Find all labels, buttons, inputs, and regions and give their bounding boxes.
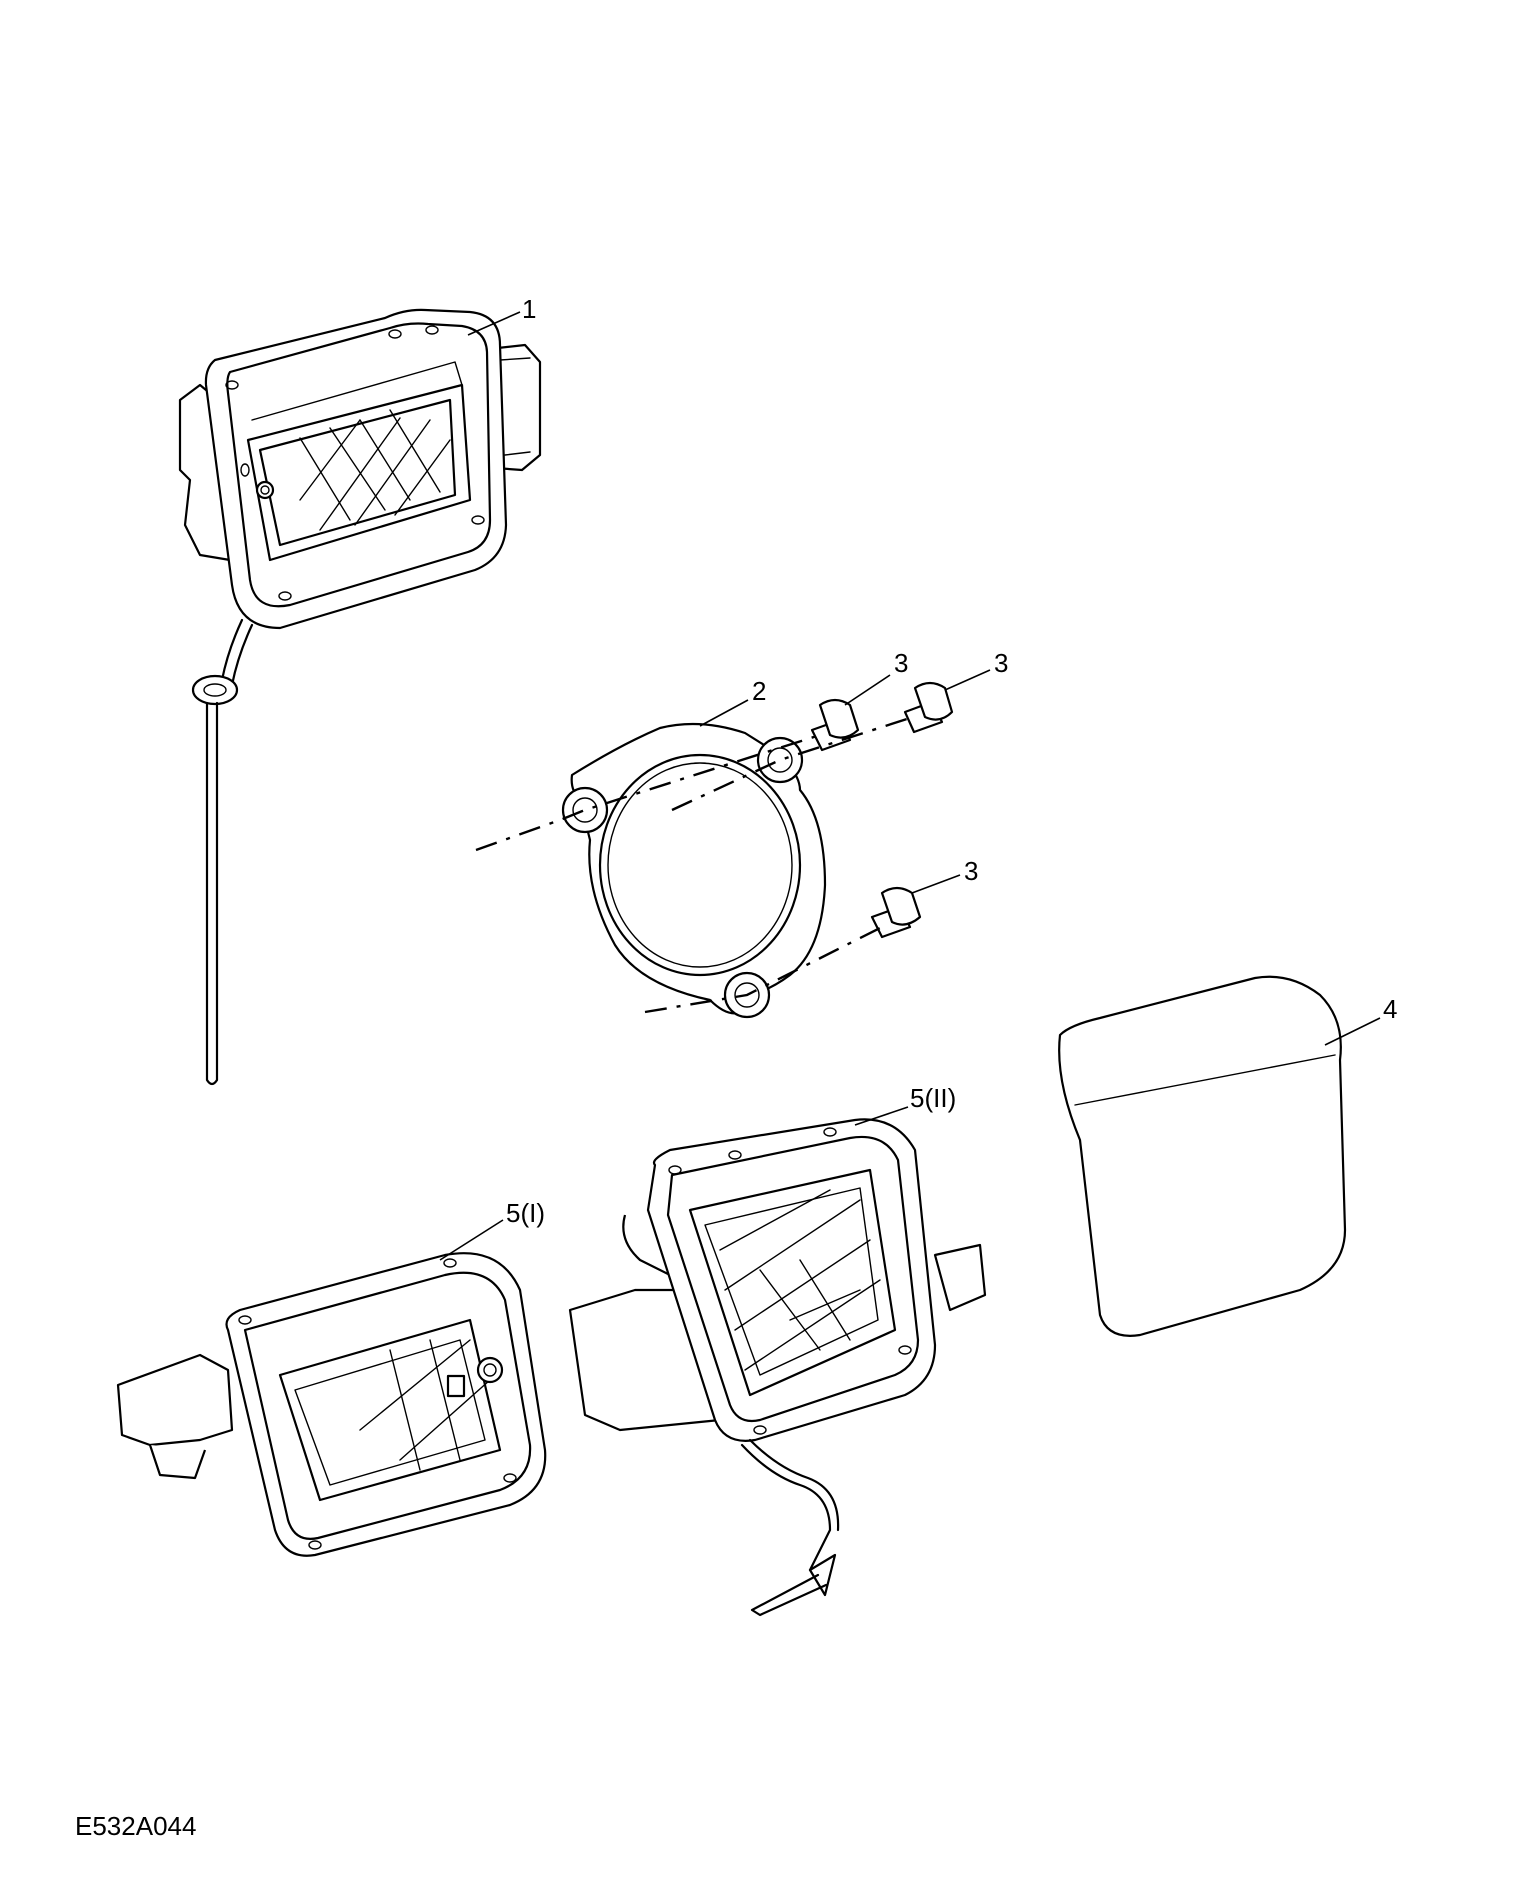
callout-5-i: 5(I) — [506, 1198, 545, 1228]
callout-5-ii: 5(II) — [910, 1083, 956, 1113]
callout-3b: 3 — [994, 648, 1008, 678]
callout-1: 1 — [522, 294, 536, 324]
callout-3c: 3 — [964, 856, 978, 886]
part-3-screw-b — [903, 681, 954, 734]
part-1-filler-housing — [178, 308, 542, 1086]
centerlines — [475, 716, 911, 1014]
callout-2: 2 — [752, 676, 766, 706]
part-2-sealing-ring — [561, 722, 827, 1019]
callout-4: 4 — [1383, 994, 1397, 1024]
callout-3a: 3 — [894, 648, 908, 678]
part-3-screw-c — [870, 886, 922, 939]
part-4-filler-flap — [1058, 975, 1347, 1337]
part-3-screw-a — [810, 698, 860, 752]
figure-code: E532A044 — [75, 1811, 196, 1841]
leader-lines — [439, 311, 1381, 1261]
part-5-i-housing — [116, 1252, 547, 1557]
part-5-ii-housing — [568, 1118, 987, 1617]
